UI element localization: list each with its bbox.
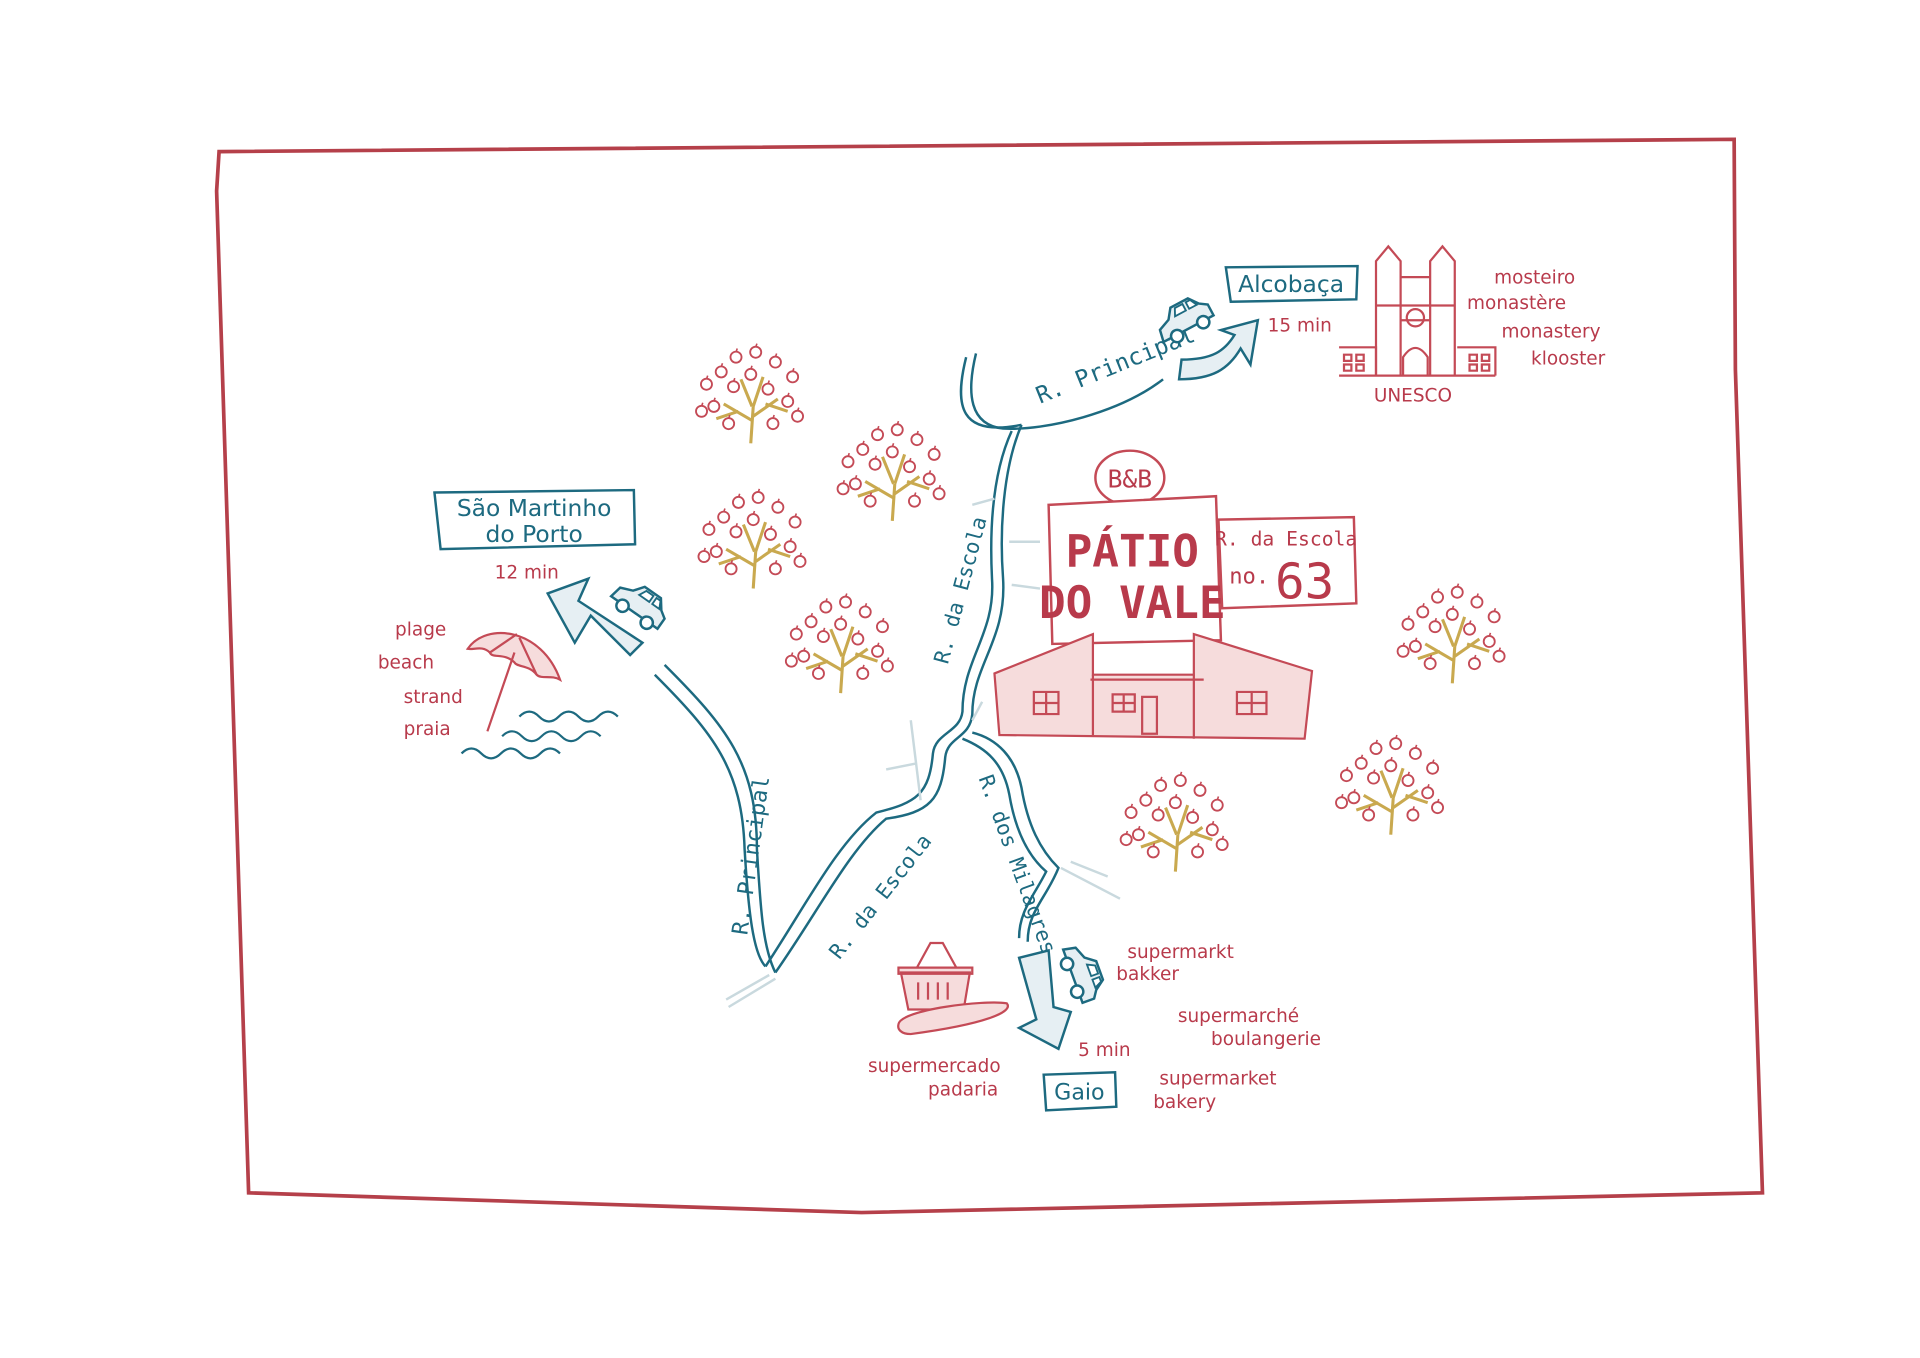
- street-label-principal-west: R. Principal: [727, 774, 775, 936]
- shop-label: boulangerie: [1211, 1029, 1321, 1050]
- baguette-icon: [897, 1001, 1009, 1036]
- svg-text:no.: no.: [1229, 564, 1269, 590]
- map-frame: [214, 137, 1765, 1215]
- monastery-name: klooster: [1531, 349, 1606, 370]
- bnb-sign: B&B PÁTIO DO VALE: [1039, 449, 1226, 646]
- sao-martinho-label[interactable]: São Martinho do Porto: [433, 488, 637, 551]
- shop-label: padaria: [928, 1080, 998, 1101]
- arrow-northwest-icon: [545, 576, 645, 657]
- street-label-milagres: R. dos Milagres: [974, 772, 1061, 958]
- umbrella-icon: [465, 632, 563, 732]
- svg-text:63: 63: [1275, 552, 1334, 610]
- beach-name: plage: [395, 619, 446, 640]
- arrow-south-icon: [1016, 948, 1073, 1051]
- house-icon: [993, 632, 1314, 740]
- beach-name: strand: [404, 687, 463, 708]
- gaio-travel-time: 5 min: [1078, 1040, 1130, 1061]
- monastery-icon: [1339, 244, 1497, 377]
- monastery-name: monastère: [1467, 293, 1566, 314]
- apple-tree-icon: [786, 593, 893, 693]
- road-principal-top: [970, 353, 1164, 430]
- apple-tree-icon: [838, 421, 945, 521]
- shop-label: supermarché: [1178, 1006, 1299, 1027]
- apple-tree-icon: [698, 489, 805, 589]
- unesco-caption: UNESCO: [1374, 385, 1452, 406]
- svg-text:Alcobaça: Alcobaça: [1238, 270, 1344, 298]
- monastery-name: monastery: [1502, 321, 1601, 342]
- svg-text:do Porto: do Porto: [486, 520, 583, 548]
- svg-text:B&B: B&B: [1108, 465, 1152, 494]
- arrow-northeast-icon: [1177, 318, 1260, 381]
- monastery-name: mosteiro: [1494, 267, 1575, 288]
- address-sign: R. da Escola no. 63: [1215, 515, 1358, 610]
- shop-label: bakker: [1116, 964, 1179, 985]
- apple-tree-icon: [1336, 735, 1443, 835]
- svg-text:São Martinho: São Martinho: [457, 494, 612, 522]
- road-principal-west: [663, 663, 777, 974]
- road-escola: [774, 424, 1023, 974]
- beach-name: beach: [378, 653, 434, 674]
- street-label-escola-north: R. da Escola: [929, 514, 991, 666]
- alcobaca-travel-time: 15 min: [1268, 315, 1332, 336]
- shop-label: supermarkt: [1127, 942, 1233, 963]
- alcobaca-label[interactable]: Alcobaça: [1224, 264, 1359, 304]
- roads: [653, 353, 1164, 1009]
- road-milagres: [972, 731, 1060, 942]
- svg-text:Gaio: Gaio: [1054, 1079, 1104, 1105]
- apple-tree-icon: [696, 344, 803, 444]
- shop-label: bakery: [1153, 1092, 1216, 1113]
- car-icon: [1055, 939, 1110, 1007]
- gaio-label[interactable]: Gaio: [1042, 1070, 1118, 1112]
- bnb-name: PÁTIO: [1066, 524, 1199, 577]
- waves-icon: [460, 710, 619, 760]
- apple-tree-icon: [1398, 584, 1505, 684]
- sao-martinho-travel-time: 12 min: [495, 563, 559, 584]
- basket-icon: [897, 941, 974, 1011]
- shop-label: supermarket: [1159, 1069, 1276, 1090]
- bnb-name: DO VALE: [1039, 578, 1226, 629]
- svg-text:R. da Escola: R. da Escola: [1215, 527, 1357, 550]
- beach-name: praia: [404, 719, 451, 740]
- shop-label: supermercado: [868, 1056, 1001, 1077]
- apple-tree-icon: [1121, 772, 1228, 872]
